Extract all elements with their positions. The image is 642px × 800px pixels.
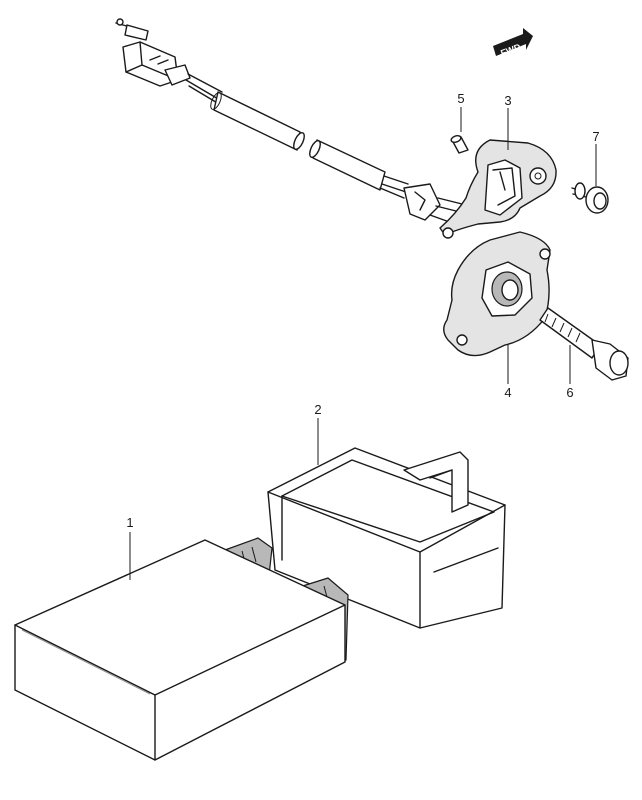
svg-text:3: 3 [504,93,511,108]
callout-2: 2 [314,402,322,465]
rotor-plate-part-4 [443,231,551,357]
signal-generator-part-3 [439,139,557,239]
callout-5: 5 [457,91,465,132]
svg-text:4: 4 [504,385,511,400]
callout-3: 3 [504,93,512,150]
callout-1: 1 [126,515,134,580]
svg-text:2: 2 [314,402,321,417]
svg-text:7: 7 [592,129,599,144]
callout-7: 7 [592,129,600,186]
forward-arrow-icon: FWD [493,28,533,58]
callout-6: 6 [566,345,574,400]
svg-text:1: 1 [126,515,133,530]
screw-part-7 [571,182,609,214]
dowel-pin-part-5 [450,135,469,154]
bolt-part-6 [539,307,629,381]
callout-4: 4 [504,345,512,400]
igniter-unit-part-1 [14,537,349,761]
wire-harness [115,18,471,225]
svg-text:6: 6 [566,385,573,400]
svg-text:5: 5 [457,91,464,106]
